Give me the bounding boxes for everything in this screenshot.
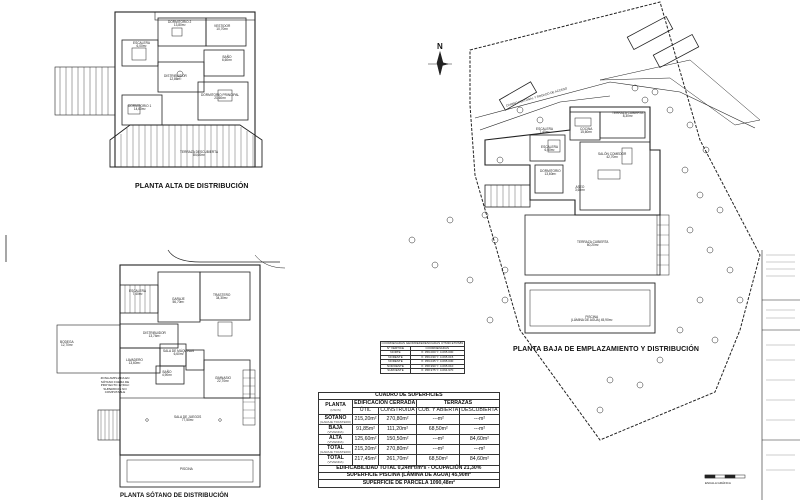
basement-room-label: PISCINA [180,467,193,471]
col-header-desc: DESCUBIERTA [459,406,500,416]
basement-floor-plan [56,249,286,488]
pool-surface-row: SUPERFICIE PISCINA (LÁMINA DE AGUA) 45,9… [318,471,500,481]
col-header-cub: CUB. Y ABIERTA [416,406,461,416]
north-arrow [428,50,452,76]
col-header-terrazas: TERRAZAS [416,399,500,408]
title-block [761,250,800,500]
north-label: N [437,42,443,51]
col-header-construida: CONSTRUIDA [377,406,418,416]
ground-floor-title: PLANTA BAJA DE EMPLAZAMIENTO Y DISTRIBUC… [513,346,700,353]
coordinates-table: COORDENADAS GEORREFERENCIADAS UTM30 ETRS… [380,341,465,374]
ground-floor-site-plan [408,1,761,441]
upper-floor-plan [54,11,263,168]
ground-room-label: PISCINA(LÁMINA DE AGUA) 45,90m² [571,315,613,323]
col-header-planta: PLANTA(USOS) [317,399,354,416]
parcel-surface-row: SUPERFICIE DE PARCELA 1090,48m² [318,479,500,488]
scale-label: ESCALA GRÁFICA [705,481,731,485]
upper-floor-title: PLANTA ALTA DE DISTRIBUCIÓN [135,183,249,190]
surface-table-title: CUADRO DE SUPERFICIES [318,391,500,401]
col-header-util: ÚTIL [352,406,379,416]
surface-table: CUADRO DE SUPERFICIES PLANTA(USOS) EDIFI… [317,391,500,488]
basement-floor-title: PLANTA SÓTANO DE DISTRIBUCIÓN [120,493,229,499]
basement-legend: ZONA AMPLIADA EN SÓTANO FUERA DE PROYECT… [100,376,130,395]
scale-bar [704,474,746,479]
